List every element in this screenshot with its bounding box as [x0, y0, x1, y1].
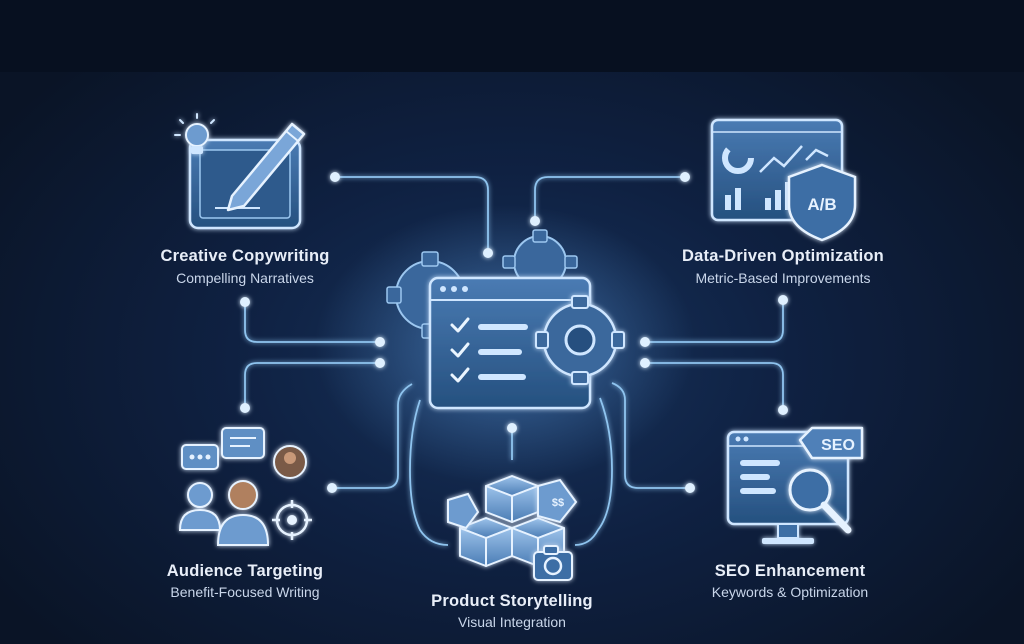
node-data-driven-title: Data-Driven Optimization — [682, 247, 884, 265]
seo-tag-label: SEO — [821, 437, 855, 454]
node-product-title: Product Storytelling — [431, 592, 593, 610]
connector-dots — [240, 172, 788, 493]
ab-label: A/B — [807, 195, 836, 214]
connector-audience-lower — [332, 383, 413, 489]
node-creative-subtitle: Compelling Narratives — [176, 270, 314, 286]
connector-product-right — [574, 397, 613, 546]
ab-shield-icon: A/B — [787, 163, 857, 242]
seo-tag-icon: SEO — [798, 426, 864, 460]
magnifier-icon — [788, 468, 852, 534]
audience-icon — [178, 427, 312, 546]
camera-icon — [533, 545, 573, 581]
tablet-pen-icon — [188, 122, 306, 230]
connector-creative — [335, 176, 489, 253]
center-gear-right-icon — [535, 295, 625, 385]
connector-seo-lower — [611, 382, 690, 489]
node-data-driven-subtitle: Metric-Based Improvements — [695, 270, 871, 286]
node-seo-title: SEO Enhancement — [714, 562, 866, 580]
connector-creative-lower — [244, 302, 380, 343]
top-band — [0, 0, 1024, 72]
price-tag-icon: $$ — [447, 478, 578, 530]
node-product-subtitle: Visual Integration — [458, 614, 566, 630]
connector-data-lower — [645, 300, 784, 343]
connector-audience — [244, 362, 380, 408]
node-creative-title: Creative Copywriting — [160, 247, 330, 265]
node-seo-subtitle: Keywords & Optimization — [711, 584, 869, 600]
connectors — [244, 176, 784, 546]
node-audience-title: Audience Targeting — [166, 562, 324, 580]
connector-seo — [645, 362, 784, 410]
connector-data-driven — [534, 176, 685, 221]
node-audience-subtitle: Benefit-Focused Writing — [170, 584, 320, 600]
connector-product-left — [409, 399, 449, 546]
lightbulb-icon — [174, 113, 215, 154]
price-tag-label: $$ — [552, 497, 564, 509]
